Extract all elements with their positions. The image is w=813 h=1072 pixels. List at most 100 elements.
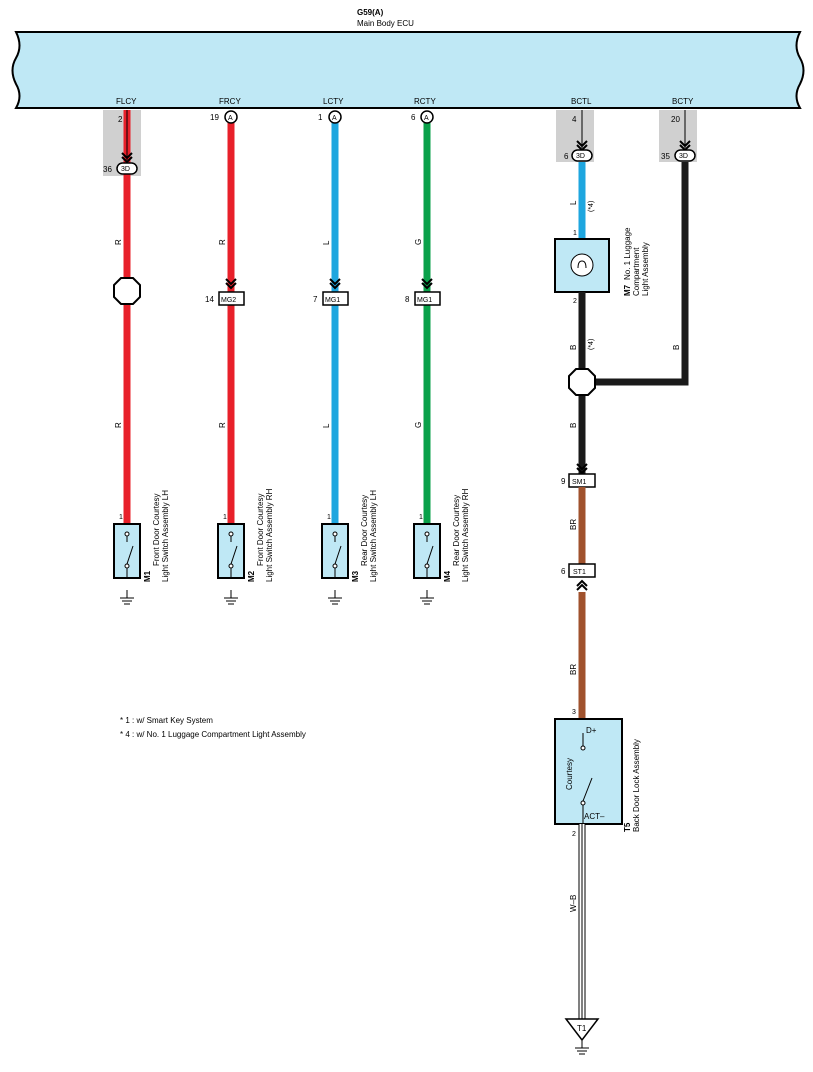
filament-icon bbox=[577, 260, 587, 269]
wire-label-wb: W–B bbox=[569, 895, 578, 912]
wire-label-rcty-bot: G bbox=[414, 422, 423, 428]
wire-label-frcy-bot: R bbox=[218, 422, 227, 428]
switch-m1 bbox=[113, 523, 141, 579]
wire-label-br2: BR bbox=[569, 664, 578, 675]
wire-label-flcy-bot: R bbox=[114, 422, 123, 428]
join-st1-label: ST1 bbox=[573, 569, 586, 576]
join-st1 bbox=[568, 563, 596, 578]
comp-id-m3: M3 bbox=[351, 570, 360, 582]
pin-bcty: 20 bbox=[671, 115, 680, 124]
join-pin-frcy: 14 bbox=[205, 295, 214, 304]
bulb-icon bbox=[570, 253, 594, 277]
terminal-flcy: FLCY bbox=[116, 97, 137, 106]
comp-l1-m3: Rear Door Courtesy bbox=[360, 495, 369, 566]
ecu-code: G59(A) bbox=[357, 8, 384, 17]
terminal-rcty: RCTY bbox=[414, 97, 436, 106]
wire-label-bcty: B bbox=[672, 345, 681, 350]
wire-label-rcty-top: G bbox=[414, 239, 423, 245]
conn-bcty bbox=[674, 149, 696, 162]
wire-label-bctl-mid: B bbox=[569, 345, 578, 350]
chevron-st-up bbox=[576, 579, 588, 591]
t5-label-top: D+ bbox=[586, 726, 597, 735]
label-m2: M2 Front Door Courtesy Light Switch Asse… bbox=[247, 488, 274, 582]
comp-l1-m2: Front Door Courtesy bbox=[256, 494, 265, 566]
comp-l2-m1: Light Switch Assembly LH bbox=[161, 490, 170, 582]
ground-t1 bbox=[564, 1018, 600, 1042]
terminal-frcy: FRCY bbox=[219, 97, 241, 106]
join-lcty bbox=[322, 291, 349, 306]
join-pin-rcty: 8 bbox=[405, 295, 410, 304]
ground-m3-icon bbox=[327, 589, 343, 605]
lamp-pin-out: 2 bbox=[573, 298, 577, 305]
comp-l2-m3: Light Switch Assembly LH bbox=[369, 490, 378, 582]
terminal-bctl: BCTL bbox=[571, 97, 592, 106]
wire-label-lcty-bot: L bbox=[322, 423, 331, 428]
switch-m2 bbox=[217, 523, 245, 579]
pin-tag-frcy-label: A bbox=[228, 115, 233, 122]
lamp-l1: No. 1 Luggage bbox=[623, 227, 632, 280]
wire-label-flcy-top: R bbox=[114, 239, 123, 245]
splice-flcy bbox=[113, 277, 141, 305]
t5-blade bbox=[582, 777, 593, 802]
comp-id-m4: M4 bbox=[443, 570, 452, 582]
t5-contact-top bbox=[580, 745, 586, 751]
ground-m1-icon bbox=[119, 589, 135, 605]
label-t5: T5 Back Door Lock Assembly bbox=[623, 739, 641, 832]
sw-pin-lcty: 1 bbox=[327, 514, 331, 521]
note-bctl-top: (*4) bbox=[588, 201, 595, 212]
ground-m2-icon bbox=[223, 589, 239, 605]
sw-pin-frcy: 1 bbox=[223, 514, 227, 521]
pin-tag-frcy bbox=[224, 110, 238, 124]
pin-tag-lcty-label: A bbox=[332, 115, 337, 122]
switch-m4 bbox=[413, 523, 441, 579]
ground-m4-icon bbox=[419, 589, 435, 605]
sm-pin: 9 bbox=[561, 477, 566, 486]
t5-pin-bot: 2 bbox=[572, 831, 576, 838]
comp-id-m2: M2 bbox=[247, 570, 256, 582]
label-m4: M4 Rear Door Courtesy Light Switch Assem… bbox=[443, 488, 470, 582]
wire-label-lcty-top: L bbox=[322, 240, 331, 245]
terminal-bcty: BCTY bbox=[672, 97, 694, 106]
conn-bctl bbox=[571, 149, 593, 162]
conn-bcty-label: 3D bbox=[679, 153, 688, 160]
pin-bctl: 4 bbox=[572, 115, 577, 124]
conn-flcy-label: 3D bbox=[121, 166, 130, 173]
switch-m3 bbox=[321, 523, 349, 579]
pin-tag-lcty bbox=[328, 110, 342, 124]
pin-tag-rcty bbox=[420, 110, 434, 124]
ecu-name: Main Body ECU bbox=[357, 19, 414, 28]
label-m7: M7 No. 1 Luggage Compartment Light Assem… bbox=[623, 227, 650, 296]
note-1: * 1 : w/ Smart Key System bbox=[120, 716, 213, 725]
conn-pin-bcty: 35 bbox=[661, 152, 670, 161]
lamp-l3: Light Assembly bbox=[641, 242, 650, 296]
join-frcy bbox=[218, 291, 245, 306]
pin-frcy: 19 bbox=[210, 113, 219, 122]
join-rcty bbox=[414, 291, 441, 306]
wire-label-bctl-top: L bbox=[569, 200, 578, 205]
wire-label-br1: BR bbox=[569, 519, 578, 530]
comp-id-m1: M1 bbox=[143, 570, 152, 582]
pin-lcty: 1 bbox=[318, 113, 323, 122]
t5-label-bot: ACT– bbox=[584, 812, 605, 821]
pin-tag-rcty-label: A bbox=[424, 115, 429, 122]
join-rcty-label: MG1 bbox=[417, 297, 432, 304]
t5-name: Back Door Lock Assembly bbox=[632, 739, 641, 832]
join-pin-lcty: 7 bbox=[313, 295, 318, 304]
join-frcy-label: MG2 bbox=[221, 297, 236, 304]
st-pin: 6 bbox=[561, 567, 566, 576]
comp-l2-m4: Light Switch Assembly RH bbox=[461, 488, 470, 582]
pin-flcy: 2 bbox=[118, 115, 123, 124]
sw-pin-flcy: 1 bbox=[119, 514, 123, 521]
note-bctl-mid: (*4) bbox=[588, 339, 595, 350]
join-sm1-label: SM1 bbox=[572, 479, 587, 486]
label-m3: M3 Rear Door Courtesy Light Switch Assem… bbox=[351, 490, 378, 582]
conn-bctl-label: 3D bbox=[576, 153, 585, 160]
comp-l1-m1: Front Door Courtesy bbox=[152, 494, 161, 566]
ground-t1-label: T1 bbox=[577, 1024, 587, 1033]
t5-switch-label: Courtesy bbox=[565, 758, 574, 790]
backdoor-lock-t5 bbox=[554, 718, 623, 825]
splice-bctl bbox=[568, 368, 596, 396]
pin-rcty: 6 bbox=[411, 113, 416, 122]
conn-pin-flcy: 36 bbox=[103, 165, 112, 174]
